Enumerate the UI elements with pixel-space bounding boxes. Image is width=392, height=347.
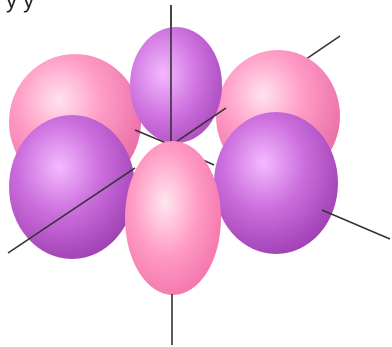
pink-front-bottom-lobe — [125, 141, 221, 295]
diagonal-axis-b-mid — [175, 107, 227, 143]
purple-front-right-lobe — [214, 112, 338, 254]
purple-front-left-lobe — [9, 115, 135, 259]
purple-top-lobe — [130, 27, 222, 143]
caption-fragment: y y — [6, 0, 35, 13]
diagonal-axis-a-lower — [7, 167, 136, 254]
diagonal-axis-a-far-right — [321, 209, 391, 240]
